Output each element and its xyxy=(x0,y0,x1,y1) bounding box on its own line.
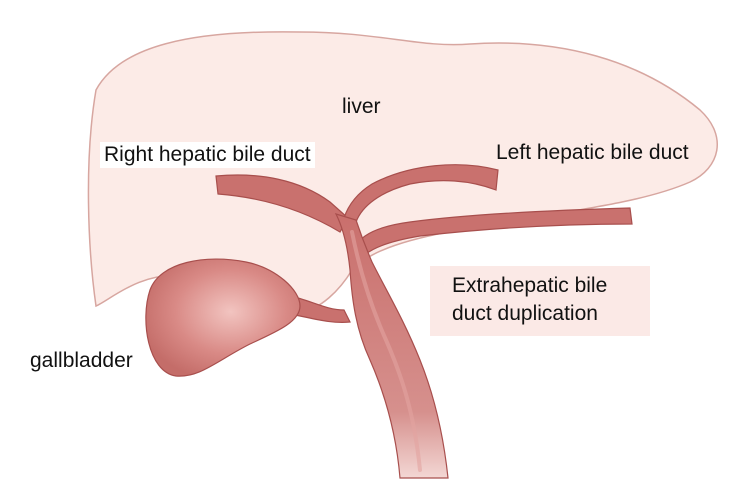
gallbladder-shape xyxy=(145,258,301,377)
extrahepatic-label-line2: duct duplication xyxy=(452,302,598,325)
right-hepatic-duct-label: Right hepatic bile duct xyxy=(100,142,315,168)
common-bile-duct-highlight xyxy=(350,230,422,472)
left-hepatic-duct-label: Left hepatic bile duct xyxy=(496,141,689,164)
liver-label: liver xyxy=(342,95,381,118)
gallbladder-label: gallbladder xyxy=(30,349,133,372)
cystic-duct xyxy=(289,295,351,323)
extrahepatic-duplication-label: Extrahepatic bile duct duplication xyxy=(430,266,650,336)
extrahepatic-label-line1: Extrahepatic bile xyxy=(452,274,608,297)
common-bile-duct xyxy=(334,213,449,479)
